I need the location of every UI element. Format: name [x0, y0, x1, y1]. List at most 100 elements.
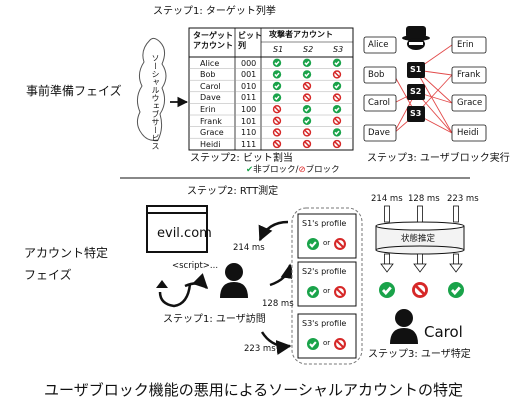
attacker-box [407, 106, 425, 122]
attacker-label: S1 [410, 65, 422, 74]
unblock-icon [307, 238, 319, 250]
table-row-name: Erin [200, 104, 216, 114]
user-label: Carol [368, 98, 391, 108]
attacker-box [407, 84, 425, 100]
block-icon [334, 338, 346, 350]
header-bits: ビット 列 [238, 31, 262, 50]
step3-label: ステップ3: ユーザブロック実行 [367, 153, 510, 164]
table-row-name: Heidi [200, 139, 221, 149]
step2-rtt-label: ステップ2: RTT測定 [187, 186, 279, 197]
or-text: or [323, 339, 331, 347]
unblock-icon [272, 93, 282, 102]
block-icon [272, 139, 282, 149]
site-name: evil.com [157, 226, 212, 241]
state-estimation-device [375, 221, 465, 255]
state-estimation-label: 状態推定 [401, 234, 436, 244]
table-row-bits: 100 [241, 104, 257, 114]
or-text: or [323, 239, 331, 247]
unblock-icon [302, 105, 312, 114]
unblock-icon [272, 58, 282, 67]
figure-caption: ユーザブロック機能の悪用によるソーシャルアカウントの特定 [44, 381, 463, 399]
table-row-bits: 001 [241, 70, 257, 80]
block-icon [302, 128, 312, 137]
header-s3: S3 [333, 45, 344, 54]
block-icon [412, 282, 428, 298]
block-icon [272, 105, 282, 114]
step1-visit-label: ステップ1: ユーザ訪問 [163, 314, 266, 325]
profile-title: S2's profile [302, 267, 347, 276]
script-tag: <script>... [172, 261, 219, 271]
table-row-bits: 111 [241, 139, 257, 149]
user-box [363, 94, 397, 112]
timing-1: 214 ms [371, 194, 403, 204]
unblock-icon [332, 105, 342, 114]
unblock-icon [302, 70, 312, 79]
profile-box [297, 261, 357, 307]
table-row-bits: 101 [241, 116, 257, 126]
block-icon [302, 139, 312, 149]
block-icon [302, 81, 312, 91]
profile-box [297, 313, 357, 359]
identified-user-icon [390, 309, 418, 344]
block-icon [332, 139, 342, 149]
table-row-bits: 000 [241, 58, 257, 68]
user-label: Erin [457, 40, 474, 50]
table-row-bits: 110 [241, 128, 257, 138]
block-icon [302, 93, 312, 102]
profile-box [297, 213, 357, 259]
rtt-arrow-1 [258, 220, 289, 242]
header-attackers: 攻撃者アカウント [269, 30, 333, 39]
unblock-icon [272, 81, 282, 91]
table-row-name: Grace [200, 128, 224, 138]
block-icon [334, 238, 346, 250]
block-icon [272, 128, 282, 137]
user-label: Grace [457, 98, 483, 108]
header-s2: S2 [303, 45, 314, 54]
timing-2: 128 ms [408, 194, 440, 204]
step3-identify-label: ステップ3: ユーザ特定 [368, 349, 471, 360]
user-box [363, 66, 397, 84]
unblock-icon [307, 338, 319, 350]
spy-icon [402, 26, 430, 50]
visit-arrow [158, 283, 192, 308]
step1-label: ステップ1: ターゲット列挙 [153, 6, 276, 17]
user-label: Heidi [457, 128, 479, 138]
user-label: Frank [457, 70, 481, 80]
user-box [451, 94, 487, 112]
service-cloud [136, 37, 167, 141]
unblock-icon [332, 58, 342, 67]
user-box [363, 36, 397, 54]
table-row-name: Frank [200, 116, 222, 126]
user-label: Dave [368, 128, 391, 138]
attacker-label: S3 [410, 109, 422, 118]
legend-unblock: ✔非ブロック/⊘ブロック [246, 165, 340, 175]
block-icon [332, 116, 342, 125]
cloud-label: ソーシャルウェブサービス [151, 54, 160, 150]
unblock-icon [332, 81, 342, 91]
user-box [363, 124, 397, 142]
check-icon: ✔ [246, 165, 254, 175]
rtt-arrow-3 [260, 331, 292, 355]
unblock-icon [302, 58, 312, 67]
unblock-icon [272, 70, 282, 79]
user-box [451, 66, 487, 84]
attacker-box [407, 62, 425, 78]
table-row-bits: 011 [241, 93, 257, 103]
step2-label: ステップ2: ビット割当 [190, 153, 293, 164]
user-box [451, 124, 487, 142]
table-row-bits: 010 [241, 81, 257, 91]
profile-title: S1's profile [302, 219, 347, 228]
attacker-label: S2 [410, 87, 422, 96]
account-phase-label-1: アカウント特定 [24, 246, 109, 260]
block-edge [415, 69, 453, 134]
unblock-icon [332, 128, 342, 137]
table-row-name: Carol [200, 81, 221, 91]
table-row-name: Alice [200, 58, 220, 68]
table-row-name: Dave [200, 93, 221, 103]
timing-3: 223 ms [447, 194, 479, 204]
prep-phase-label: 事前準備フェイズ [26, 84, 122, 98]
block-icon [332, 70, 342, 79]
unblock-icon [448, 282, 464, 298]
user-label: Bob [368, 70, 385, 80]
header-target: ターゲット アカウント [193, 31, 233, 50]
